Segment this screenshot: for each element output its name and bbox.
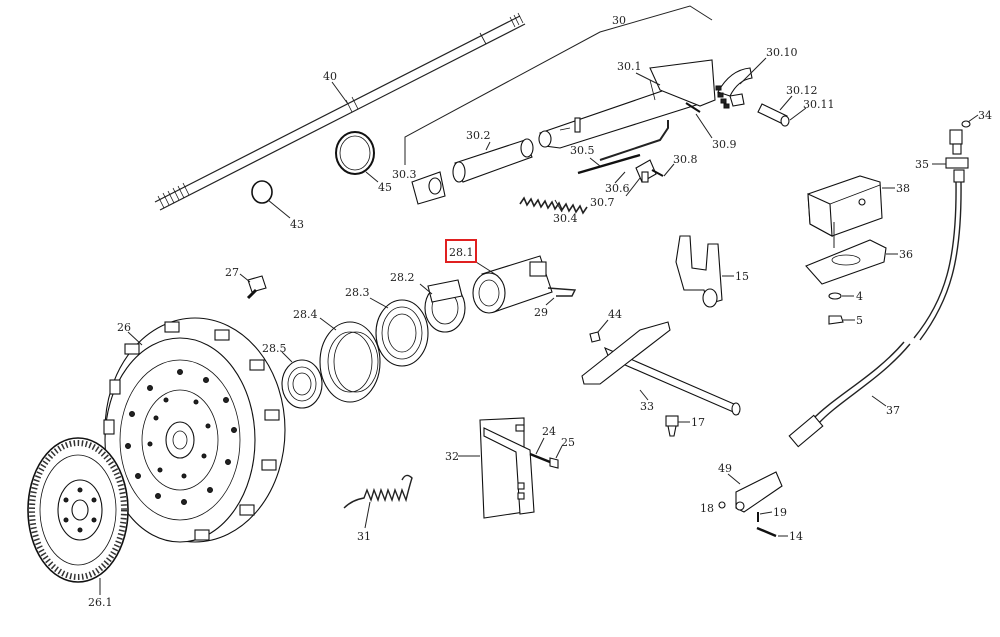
part-26-1-clutch-disc[interactable]	[27, 437, 129, 595]
label-30-10: 30.10	[766, 46, 798, 59]
label-35: 35	[915, 158, 929, 171]
part-30-12-pin[interactable]	[757, 95, 807, 127]
part-29-clip[interactable]	[545, 287, 577, 306]
label-28-2: 28.2	[390, 271, 415, 284]
label-43: 43	[290, 218, 304, 231]
label-28-5: 28.5	[262, 342, 287, 355]
label-30: 30	[612, 14, 626, 27]
part-36-plate[interactable]	[805, 222, 898, 285]
label-30-3: 30.3	[392, 168, 417, 181]
label-29: 29	[534, 306, 548, 319]
highlight-box	[445, 239, 477, 263]
part-24-bolt[interactable]	[529, 437, 551, 464]
part-17-plug[interactable]	[665, 415, 690, 437]
part-27-bolt[interactable]	[239, 273, 267, 300]
label-28-1[interactable]: 28.1	[449, 246, 474, 259]
label-33: 33	[640, 400, 654, 413]
label-18: 18	[700, 502, 714, 515]
label-4: 4	[856, 290, 863, 303]
part-30-2-sleeve[interactable]	[452, 138, 534, 183]
part-34-nut[interactable]	[961, 114, 979, 128]
part-28-2-bearing-carrier[interactable]	[419, 279, 466, 333]
label-30-8: 30.8	[673, 153, 698, 166]
label-25: 25	[561, 436, 575, 449]
label-28-4: 28.4	[293, 308, 318, 321]
label-37: 37	[886, 404, 900, 417]
label-40: 40	[323, 70, 337, 83]
label-30-11: 30.11	[803, 98, 835, 111]
part-28-5-bearing[interactable]	[281, 351, 323, 409]
part-30-1-lever[interactable]	[538, 59, 716, 149]
part-49-clevis[interactable]	[727, 471, 783, 513]
part-32-bracket[interactable]	[458, 417, 535, 519]
label-30-2: 30.2	[466, 129, 491, 142]
part-30-3-block[interactable]	[411, 171, 446, 205]
label-30-7: 30.7	[590, 196, 615, 209]
label-15: 15	[735, 270, 749, 283]
part-25-nut[interactable]	[549, 445, 563, 469]
label-32: 32	[445, 450, 459, 463]
part-30-4-spring[interactable]	[519, 196, 588, 215]
label-14: 14	[789, 530, 803, 543]
part-33-cross-shaft[interactable]	[581, 321, 741, 416]
label-5: 5	[856, 314, 863, 327]
part-30-9-pin[interactable]	[685, 102, 713, 139]
label-26-1: 26.1	[88, 596, 113, 609]
part-43-ring[interactable]	[251, 180, 291, 219]
label-30-5: 30.5	[570, 144, 595, 157]
label-49: 49	[718, 462, 732, 475]
label-34: 34	[978, 109, 992, 122]
part-30-6-bent-rod[interactable]	[599, 120, 669, 197]
label-45: 45	[378, 181, 392, 194]
part-28-4-ring[interactable]	[319, 317, 381, 403]
part-40-shaft[interactable]	[154, 12, 526, 211]
part-30-10-quadrant[interactable]	[715, 57, 767, 109]
part-35-fitting[interactable]	[932, 129, 969, 169]
label-30-1: 30.1	[617, 60, 642, 73]
part-31-spring[interactable]	[343, 474, 413, 529]
part-26-pressure-plate[interactable]	[103, 317, 286, 543]
part-37-cable[interactable]	[788, 169, 965, 448]
label-30-6: 30.6	[605, 182, 630, 195]
label-17: 17	[691, 416, 705, 429]
label-24: 24	[542, 425, 556, 438]
group-30-leader	[404, 5, 713, 165]
label-27: 27	[225, 266, 239, 279]
label-44: 44	[608, 308, 622, 321]
part-30-5-rod[interactable]	[577, 153, 641, 175]
part-28-3-bearing[interactable]	[369, 297, 429, 367]
label-36: 36	[899, 248, 913, 261]
part-28-1-housing[interactable]	[472, 255, 553, 314]
part-18-nut[interactable]	[718, 501, 726, 509]
part-15-fork[interactable]	[675, 235, 734, 308]
label-30-9: 30.9	[712, 138, 737, 151]
part-30-8-bolt[interactable]	[651, 163, 675, 177]
label-26: 26	[117, 321, 131, 334]
part-5-nut[interactable]	[828, 315, 855, 325]
part-44-grease-nipple[interactable]	[589, 319, 609, 343]
part-45-circlip[interactable]	[335, 131, 379, 183]
label-19: 19	[773, 506, 787, 519]
label-30-12: 30.12	[786, 84, 818, 97]
label-31: 31	[357, 530, 371, 543]
label-28-3: 28.3	[345, 286, 370, 299]
part-38-bracket[interactable]	[807, 175, 895, 237]
part-4-washer[interactable]	[828, 292, 854, 300]
part-14-bolt[interactable]	[756, 526, 788, 538]
label-30-4: 30.4	[553, 212, 578, 225]
label-38: 38	[896, 182, 910, 195]
part-19-pin[interactable]	[757, 511, 773, 522]
